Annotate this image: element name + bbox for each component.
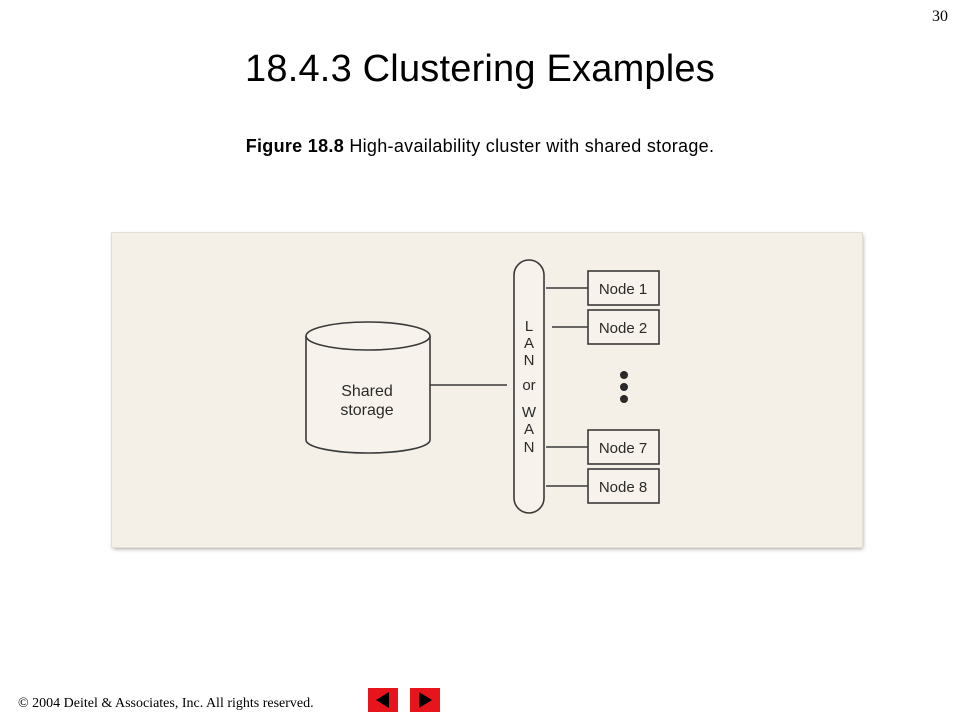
network-letter: W: [522, 404, 537, 421]
ellipsis-dots: [620, 371, 628, 403]
node-7-label: Node 7: [599, 440, 647, 457]
previous-slide-button[interactable]: [368, 688, 398, 712]
cluster-diagram: Shared storage L A N or W A N Node 1 Nod…: [112, 233, 862, 547]
network-letter: N: [524, 439, 535, 456]
network-letter: or: [522, 377, 535, 394]
node-8-label: Node 8: [599, 479, 647, 496]
page-number: 30: [932, 8, 948, 25]
network-letter: A: [524, 335, 534, 352]
node-2-box: [587, 309, 660, 345]
figure-caption: Figure 18.8 High-availability cluster wi…: [0, 136, 960, 157]
cluster-diagram-svg: Shared storage L A N or W A N Node 1 Nod…: [305, 259, 660, 514]
storage-label-line1: Shared: [341, 383, 393, 400]
figure-label: Figure 18.8: [245, 136, 345, 156]
shared-storage-cylinder: [305, 321, 431, 454]
node-8-box: [587, 468, 660, 504]
node-2-label: Node 2: [599, 320, 647, 337]
next-slide-button[interactable]: [410, 688, 440, 712]
node-7-box: [587, 429, 660, 465]
storage-label-line2: storage: [340, 402, 393, 419]
triangle-right-icon: [419, 692, 432, 708]
triangle-left-icon: [376, 692, 389, 708]
figure-caption-text: High-availability cluster with shared st…: [344, 136, 715, 156]
node-1-box: [587, 270, 660, 306]
network-letter: L: [525, 318, 533, 335]
network-letter: N: [524, 352, 535, 369]
node-1-label: Node 1: [599, 281, 647, 298]
network-letter: A: [524, 421, 534, 438]
slide-title: 18.4.3 Clustering Examples: [245, 48, 715, 90]
network-bus: [513, 259, 545, 514]
copyright-footer: © 2004 Deitel & Associates, Inc. All rig…: [18, 696, 314, 711]
